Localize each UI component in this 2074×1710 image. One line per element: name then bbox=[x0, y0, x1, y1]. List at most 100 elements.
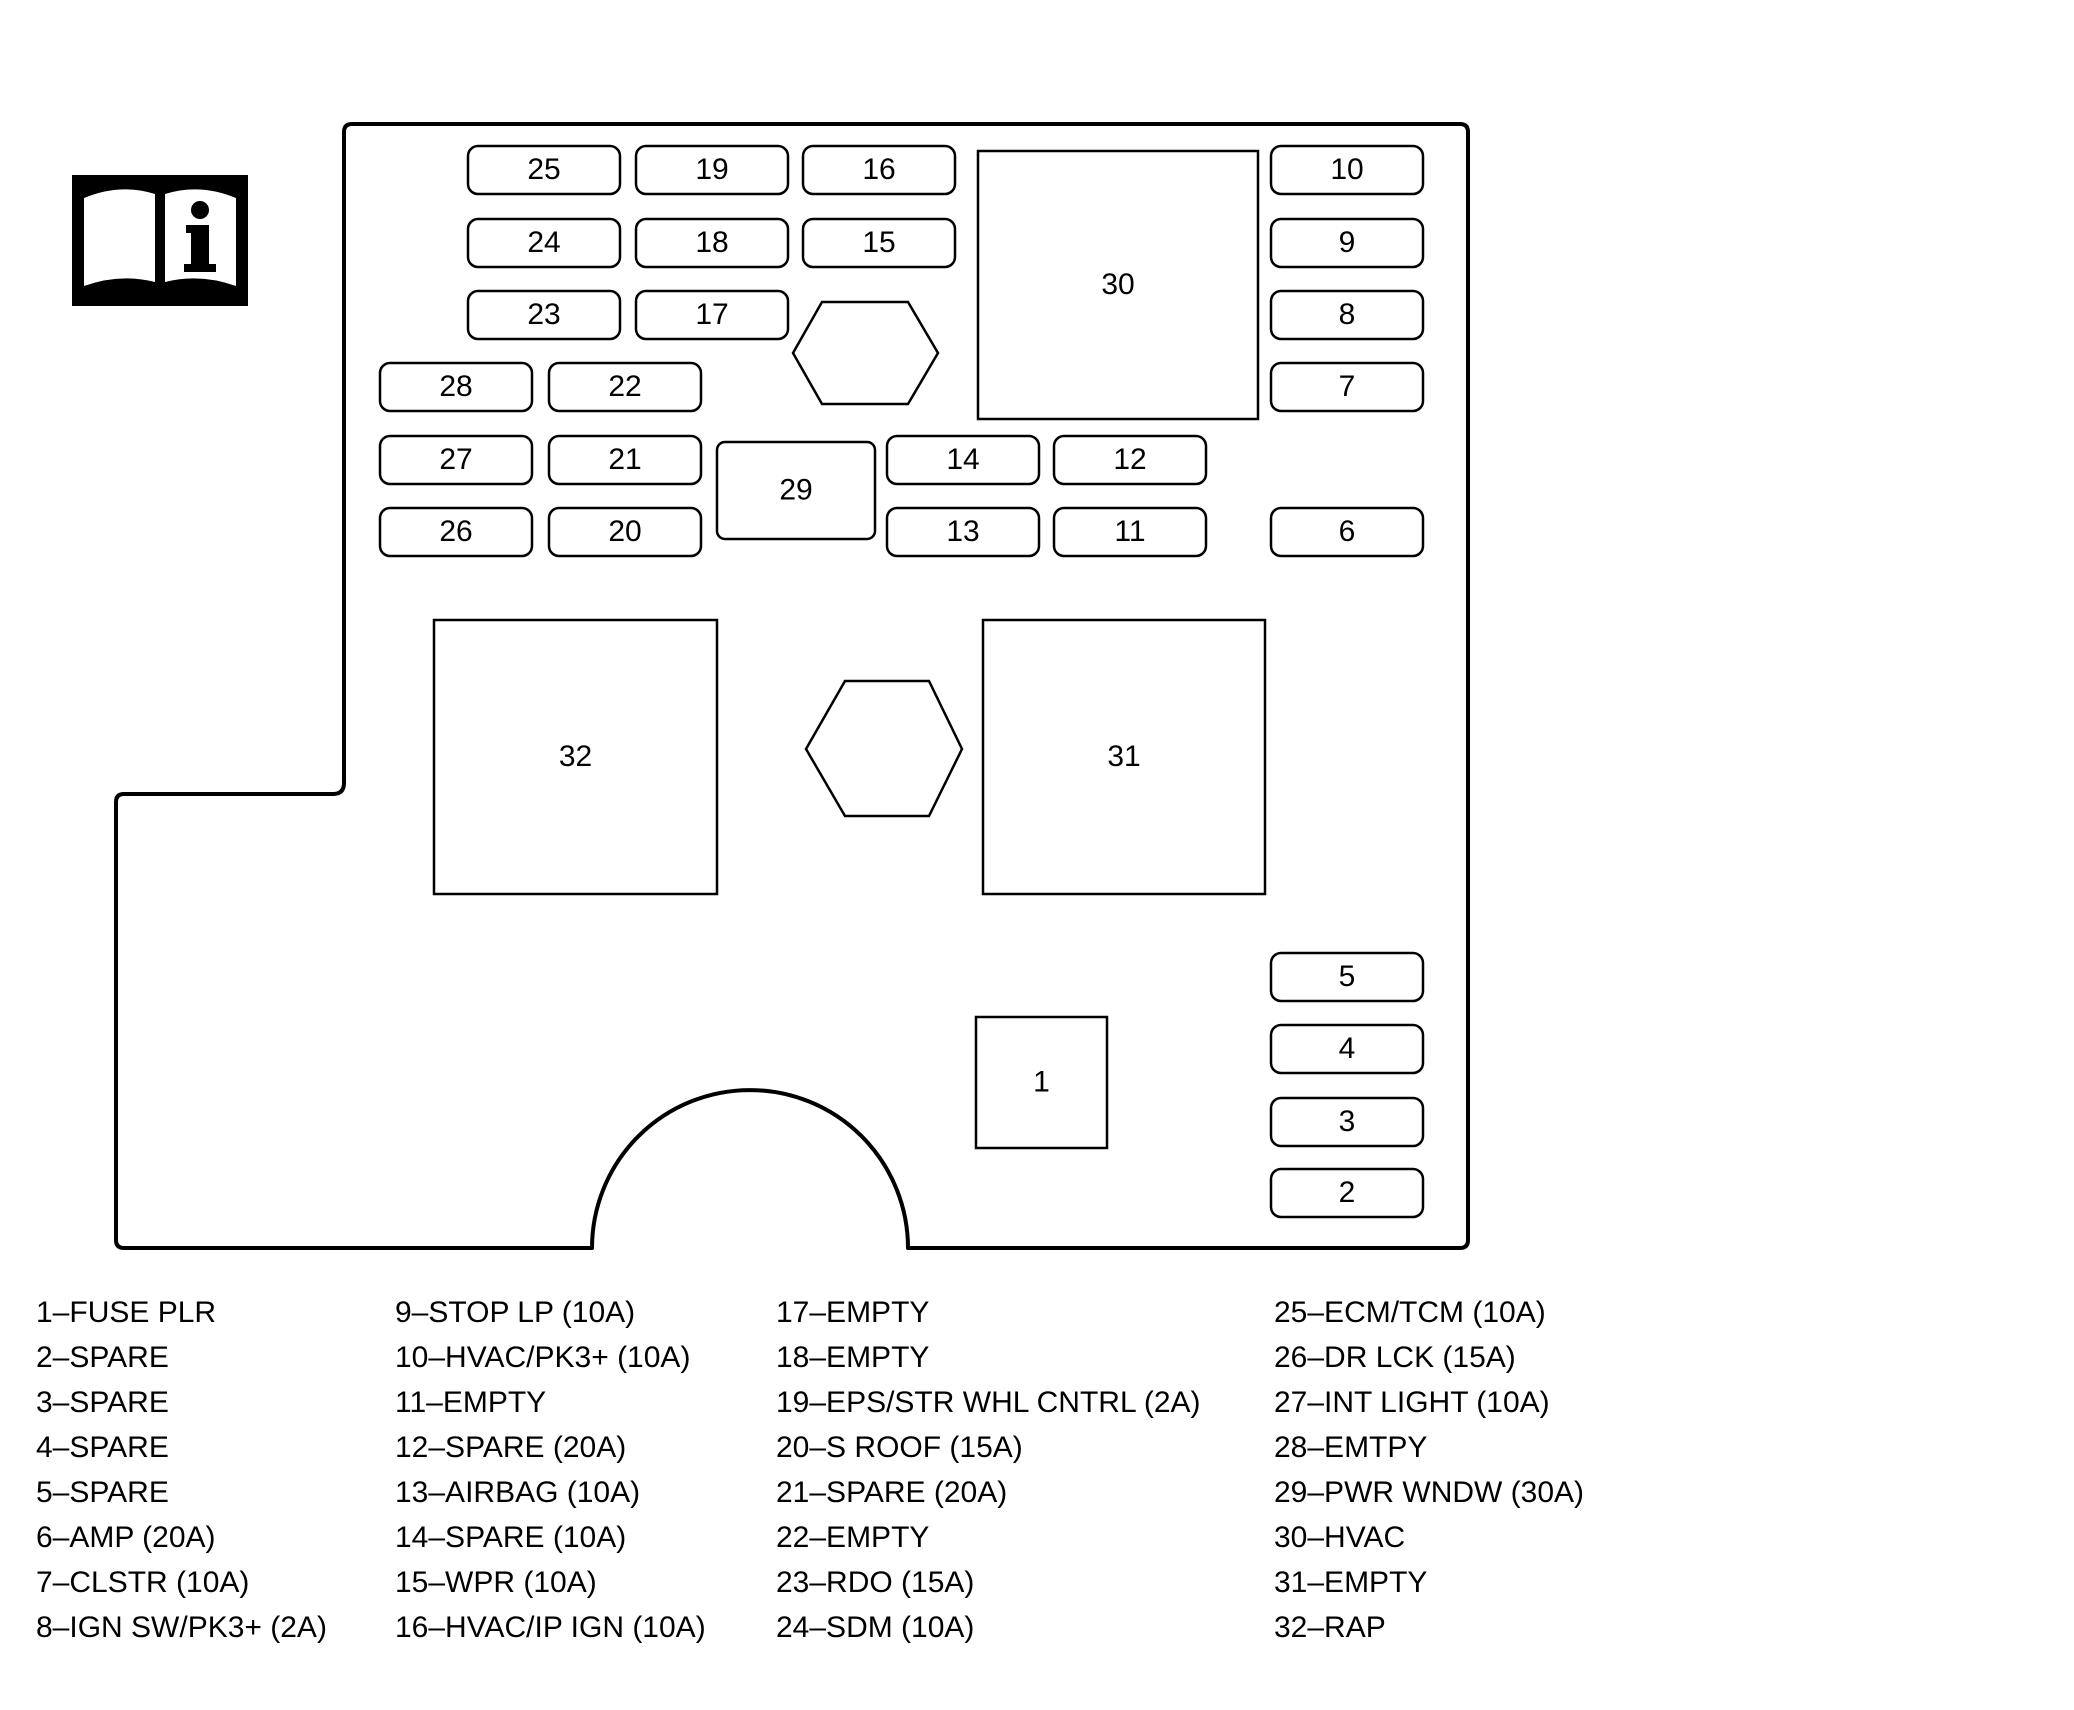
legend-item: 24–SDM (10A) bbox=[776, 1611, 975, 1644]
fuse-slot-26: 26 bbox=[378, 506, 534, 558]
legend-item: 1–FUSE PLR bbox=[36, 1296, 217, 1329]
fuse-slot-21: 21 bbox=[547, 434, 703, 486]
fuse-slot-16: 16 bbox=[801, 144, 957, 196]
relay-block-30: 30 bbox=[976, 149, 1260, 421]
relay-block-outline bbox=[715, 440, 877, 541]
fuse-slot-label: 21 bbox=[608, 443, 641, 476]
fuse-slot-28: 28 bbox=[378, 361, 534, 413]
fuse-slot-label: 22 bbox=[608, 370, 641, 403]
legend-item: 23–RDO (15A) bbox=[776, 1566, 975, 1599]
fuse-slot-outline bbox=[547, 506, 703, 558]
fuse-slot-outline bbox=[1052, 506, 1208, 558]
fuse-slot-label: 15 bbox=[862, 226, 895, 259]
relay-block-outline bbox=[981, 618, 1267, 896]
legend-item: 18–EMPTY bbox=[776, 1341, 930, 1374]
relay-block-outline bbox=[974, 1015, 1109, 1150]
fuse-slot-outline bbox=[634, 217, 790, 269]
fuse-slot-label: 20 bbox=[608, 515, 641, 548]
fuse-slot-9: 9 bbox=[1269, 217, 1425, 269]
legend-item: 29–PWR WNDW (30A) bbox=[1274, 1476, 1585, 1509]
fuse-slot-17: 17 bbox=[634, 289, 790, 341]
fuse-slot-label: 10 bbox=[1330, 153, 1363, 186]
relay-block-label: 31 bbox=[1107, 740, 1140, 773]
legend-item: 16–HVAC/IP IGN (10A) bbox=[395, 1611, 706, 1644]
fuse-slot-25: 25 bbox=[466, 144, 622, 196]
fuse-slot-13: 13 bbox=[885, 506, 1041, 558]
legend-item: 15–WPR (10A) bbox=[395, 1566, 597, 1599]
fuse-slot-15: 15 bbox=[801, 217, 957, 269]
fuse-slot-outline bbox=[1269, 361, 1425, 413]
legend-column: 17–EMPTY 18–EMPTY 19–EPS/STR WHL CNTRL (… bbox=[776, 1290, 1201, 1650]
legend-item: 19–EPS/STR WHL CNTRL (2A) bbox=[776, 1386, 1201, 1419]
legend-item: 7–CLSTR (10A) bbox=[36, 1566, 250, 1599]
fuse-slot-label: 2 bbox=[1339, 1176, 1356, 1209]
fuse-slot-27: 27 bbox=[378, 434, 534, 486]
fuse-slot-outline bbox=[378, 506, 534, 558]
legend-item: 22–EMPTY bbox=[776, 1521, 930, 1554]
fuse-slot-18: 18 bbox=[634, 217, 790, 269]
fuse-slot-label: 3 bbox=[1339, 1105, 1356, 1138]
legend-item: 13–AIRBAG (10A) bbox=[395, 1476, 641, 1509]
fuse-slot-outline bbox=[466, 144, 622, 196]
legend-item: 21–SPARE (20A) bbox=[776, 1476, 1008, 1509]
fuse-slot-label: 12 bbox=[1113, 443, 1146, 476]
owner-manual-info-icon bbox=[72, 175, 248, 306]
legend-item: 12–SPARE (20A) bbox=[395, 1431, 627, 1464]
legend-item: 10–HVAC/PK3+ (10A) bbox=[395, 1341, 691, 1374]
fuse-slot-5: 5 bbox=[1269, 951, 1425, 1003]
fuse-slot-outline bbox=[885, 506, 1041, 558]
fuse-slot-label: 26 bbox=[439, 515, 472, 548]
fuse-slot-22: 22 bbox=[547, 361, 703, 413]
fuse-slot-19: 19 bbox=[634, 144, 790, 196]
legend-item: 32–RAP bbox=[1274, 1611, 1386, 1644]
fuse-slot-outline bbox=[634, 144, 790, 196]
legend-item: 14–SPARE (10A) bbox=[395, 1521, 627, 1554]
legend-item: 17–EMPTY bbox=[776, 1296, 930, 1329]
legend-column: 9–STOP LP (10A) 10–HVAC/PK3+ (10A) 11–EM… bbox=[395, 1290, 706, 1650]
fuse-slot-outline bbox=[378, 434, 534, 486]
legend-item: 4–SPARE bbox=[36, 1431, 169, 1464]
relay-block-label: 29 bbox=[779, 473, 812, 506]
fuse-slot-label: 28 bbox=[439, 370, 472, 403]
relay-block-1: 1 bbox=[974, 1015, 1109, 1150]
fuse-slot-outline bbox=[801, 217, 957, 269]
legend-item: 27–INT LIGHT (10A) bbox=[1274, 1386, 1550, 1419]
legend-item: 6–AMP (20A) bbox=[36, 1521, 216, 1554]
fuse-slot-label: 17 bbox=[695, 298, 728, 331]
fuse-slot-7: 7 bbox=[1269, 361, 1425, 413]
fuse-slot-3: 3 bbox=[1269, 1096, 1425, 1148]
fuse-slot-label: 9 bbox=[1339, 226, 1356, 259]
legend-item: 5–SPARE bbox=[36, 1476, 169, 1509]
legend-item: 25–ECM/TCM (10A) bbox=[1274, 1296, 1546, 1329]
legend-item: 20–S ROOF (15A) bbox=[776, 1431, 1023, 1464]
fuse-slot-label: 7 bbox=[1339, 370, 1356, 403]
relay-block-outline bbox=[432, 618, 719, 896]
legend-item: 9–STOP LP (10A) bbox=[395, 1296, 636, 1329]
relay-block-label: 1 bbox=[1033, 1065, 1050, 1098]
fuse-slot-11: 11 bbox=[1052, 506, 1208, 558]
fuse-slot-outline bbox=[1052, 434, 1208, 486]
fuse-slot-23: 23 bbox=[466, 289, 622, 341]
fuse-slot-outline bbox=[378, 361, 534, 413]
fuse-slot-20: 20 bbox=[547, 506, 703, 558]
fuse-slot-label: 24 bbox=[527, 226, 560, 259]
fuse-legend: 1–FUSE PLR 2–SPARE 3–SPARE 4–SPARE 5–SPA… bbox=[0, 1290, 2074, 1670]
fuse-slot-label: 13 bbox=[946, 515, 979, 548]
fuse-slot-label: 5 bbox=[1339, 960, 1356, 993]
fuse-slot-label: 11 bbox=[1114, 515, 1145, 548]
fuse-slot-outline bbox=[466, 289, 622, 341]
legend-item: 3–SPARE bbox=[36, 1386, 169, 1419]
fuse-block-outline bbox=[114, 122, 1470, 1250]
fuse-slot-outline bbox=[1269, 289, 1425, 341]
relay-block-label: 30 bbox=[1101, 268, 1134, 301]
legend-item: 31–EMPTY bbox=[1274, 1566, 1428, 1599]
fuse-slot-label: 18 bbox=[695, 226, 728, 259]
fuse-slot-8: 8 bbox=[1269, 289, 1425, 341]
fuse-slot-outline bbox=[466, 217, 622, 269]
relay-block-31: 31 bbox=[981, 618, 1267, 896]
fuse-slot-label: 25 bbox=[527, 153, 560, 186]
fuse-slot-outline bbox=[1269, 951, 1425, 1003]
fuse-slot-4: 4 bbox=[1269, 1023, 1425, 1075]
fuse-slot-outline bbox=[1269, 1167, 1425, 1219]
